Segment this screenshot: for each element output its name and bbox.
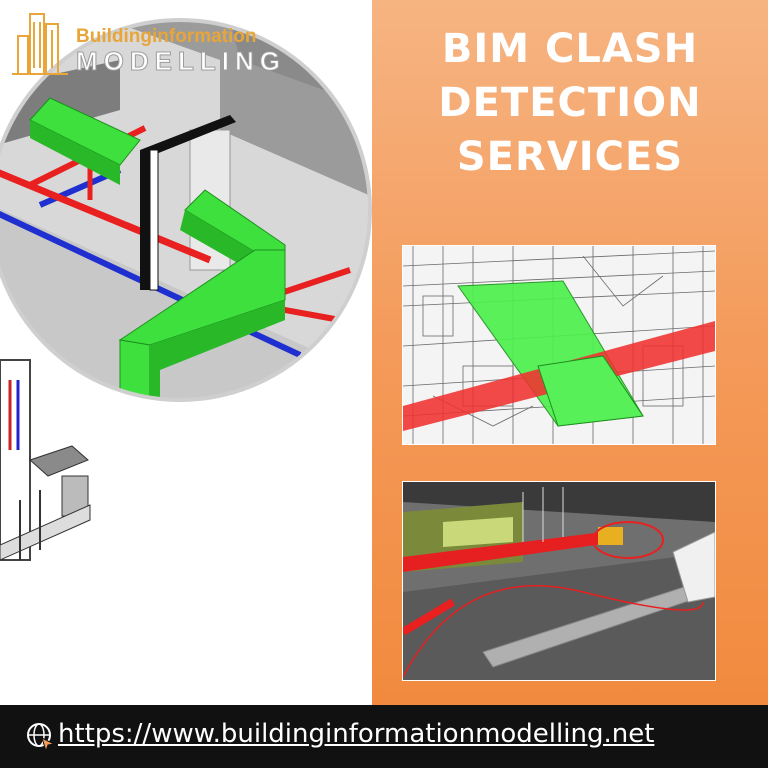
clash-wireframe-image bbox=[402, 245, 716, 445]
title-line-1: BIM CLASH bbox=[441, 26, 699, 72]
brand-logo: Buildinginformation MODELLING bbox=[10, 8, 290, 78]
left-illustration-panel: Buildinginformation MODELLING bbox=[0, 0, 372, 705]
title-line-2: DETECTION bbox=[438, 80, 702, 126]
logo-brand-text: Buildinginformation bbox=[76, 26, 257, 47]
website-link[interactable]: https://www.buildinginformationmodelling… bbox=[58, 719, 655, 749]
bim-clash-illustration bbox=[0, 18, 372, 561]
clash-render-image bbox=[402, 481, 716, 681]
grey-duct bbox=[482, 576, 715, 668]
green-duct-overlap bbox=[537, 355, 644, 427]
equipment-sketch bbox=[0, 359, 91, 561]
title-line-3: SERVICES bbox=[456, 134, 684, 180]
logo-sub-text: MODELLING bbox=[76, 46, 286, 77]
red-pipe-run bbox=[403, 532, 603, 572]
page-title: BIM CLASH DETECTION SERVICES bbox=[372, 22, 768, 184]
red-markup-curve bbox=[403, 585, 704, 678]
globe-cursor-icon bbox=[27, 723, 56, 752]
magnifier-ring bbox=[0, 18, 372, 402]
building-outline-icon bbox=[12, 13, 68, 75]
footer-bar: https://www.buildinginformationmodelling… bbox=[0, 705, 768, 768]
